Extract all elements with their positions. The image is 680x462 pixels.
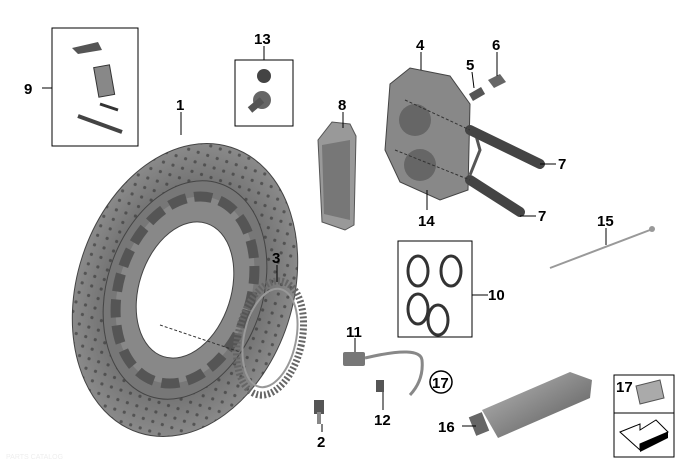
bleed-screw xyxy=(468,74,506,101)
callout-1: 1 xyxy=(176,97,184,114)
legend-number: 17 xyxy=(616,379,633,396)
callout-15: 15 xyxy=(597,213,614,230)
callout-5: 5 xyxy=(466,57,474,74)
bleed-valve-parts xyxy=(247,69,271,113)
watermark: PARTS CATALOG xyxy=(6,454,63,461)
callout-8: 8 xyxy=(338,97,346,114)
callout-14: 14 xyxy=(418,213,435,230)
kit-9-box xyxy=(51,27,139,147)
callout-4: 4 xyxy=(416,37,425,54)
brake-disc xyxy=(71,142,299,438)
callout-17-circle xyxy=(429,370,453,394)
caliper-bolts xyxy=(465,125,545,217)
seal-rings xyxy=(406,254,463,337)
callout-13: 13 xyxy=(254,31,271,48)
legend-box: 17 xyxy=(613,374,675,458)
callout-2: 2 xyxy=(317,434,325,451)
callout-10: 10 xyxy=(488,287,505,304)
abs-sensor xyxy=(343,350,424,397)
callout-7-upper: 7 xyxy=(558,156,566,173)
seal-kit-box xyxy=(397,240,473,338)
callout-11: 11 xyxy=(346,324,362,341)
abs-sensor-ring xyxy=(232,277,308,399)
assembly-lines xyxy=(159,99,471,353)
callout-12: 12 xyxy=(374,412,391,429)
kit-9-parts xyxy=(72,42,123,134)
bolt-2 xyxy=(314,400,324,424)
callout-3: 3 xyxy=(272,250,280,267)
callout-6: 6 xyxy=(492,37,500,54)
brake-pad xyxy=(317,121,357,231)
callout-9: 9 xyxy=(24,81,32,98)
leader-lines xyxy=(42,46,607,432)
grease-tube xyxy=(468,372,592,438)
cable-tie xyxy=(549,229,651,269)
callout-16: 16 xyxy=(438,419,455,436)
callout-17: 17 xyxy=(432,375,449,392)
callout-7-lower: 7 xyxy=(538,208,546,225)
